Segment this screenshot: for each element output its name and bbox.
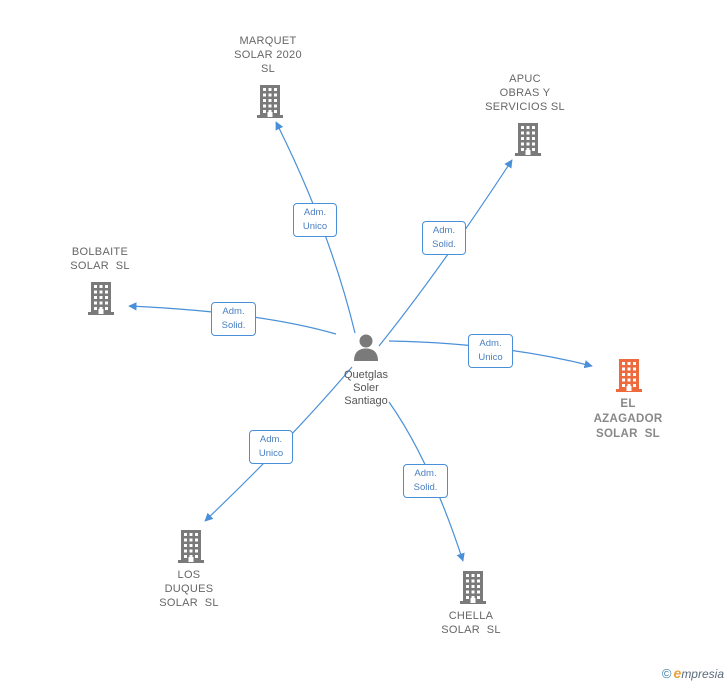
relation-text: Solid.	[413, 482, 438, 493]
building-icon[interactable]	[176, 528, 206, 564]
relation-label-duques: Adm. Unico	[249, 430, 293, 464]
company-name-line: LOS	[177, 569, 201, 581]
person-name-line: Quetglas	[343, 369, 389, 381]
relation-label-apuc: Adm. Solid.	[422, 221, 466, 255]
company-name-line: SOLAR 2020	[234, 49, 302, 61]
company-label-marquet[interactable]: MARQUET SOLAR 2020 SL	[218, 34, 318, 76]
building-icon[interactable]	[255, 83, 285, 119]
relation-label-chella: Adm. Solid.	[403, 464, 448, 498]
company-name-line: AZAGADOR	[593, 413, 663, 425]
company-label-azagador[interactable]: EL AZAGADOR SOLAR SL	[577, 397, 679, 442]
relation-text: Adm.	[222, 306, 245, 317]
person-icon[interactable]	[351, 332, 381, 362]
edge-apuc	[378, 159, 513, 347]
brand-initial: e	[673, 665, 682, 681]
person-name[interactable]: Quetglas Soler Santiago	[316, 369, 416, 408]
relation-text: Solid.	[221, 320, 246, 331]
company-label-bolbaite[interactable]: BOLBAITE SOLAR SL	[50, 245, 150, 273]
company-label-chella[interactable]: CHELLA SOLAR SL	[421, 609, 521, 637]
company-name-line: CHELLA	[448, 610, 494, 622]
company-name-line: OBRAS Y	[499, 87, 551, 99]
relation-label-marquet: Adm. Unico	[293, 203, 337, 237]
company-name-line: DUQUES	[164, 583, 214, 595]
company-label-duques[interactable]: LOS DUQUES SOLAR SL	[139, 568, 239, 610]
building-icon[interactable]	[513, 121, 543, 157]
person-name-line: Soler	[353, 382, 379, 394]
relation-text: Unico	[478, 352, 503, 363]
company-name-line: MARQUET	[239, 35, 297, 47]
relation-text: Unico	[258, 448, 284, 459]
building-icon-focus[interactable]	[614, 357, 644, 393]
relation-text: Adm.	[414, 468, 437, 479]
brand-name: mpresia	[681, 667, 724, 681]
relation-label-bolbaite: Adm. Solid.	[211, 302, 256, 336]
company-name-line: SOLAR SL	[159, 597, 219, 609]
company-name-line: APUC	[509, 73, 541, 85]
company-name-line: SOLAR SL	[70, 260, 130, 272]
company-name-line: EL	[620, 398, 636, 410]
relation-text: Unico	[302, 221, 328, 232]
copyright-icon: ©	[661, 666, 672, 681]
building-icon[interactable]	[458, 569, 488, 605]
company-name-line: BOLBAITE	[71, 246, 129, 258]
company-name-line: SERVICIOS SL	[485, 101, 565, 113]
company-label-apuc[interactable]: APUC OBRAS Y SERVICIOS SL	[470, 72, 580, 114]
empresia-logo: ©empresia	[662, 665, 724, 681]
company-name-line: SOLAR SL	[441, 624, 501, 636]
relation-text: Adm.	[479, 338, 502, 349]
building-icon[interactable]	[86, 280, 116, 316]
person-name-line: Santiago	[344, 395, 388, 407]
relation-label-azagador: Adm. Unico	[468, 334, 513, 368]
company-name-line: SOLAR SL	[595, 428, 661, 440]
relation-text: Adm.	[432, 225, 456, 236]
relation-text: Adm.	[259, 434, 283, 445]
relation-text: Adm.	[303, 207, 327, 218]
company-name-line: SL	[260, 63, 276, 75]
relation-text: Solid.	[432, 239, 456, 250]
